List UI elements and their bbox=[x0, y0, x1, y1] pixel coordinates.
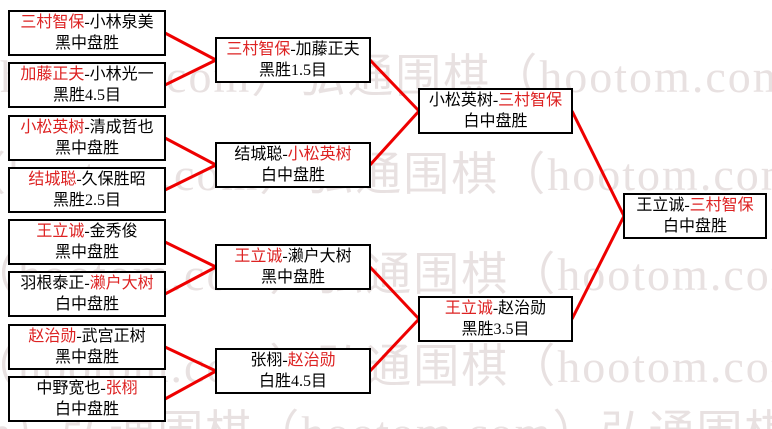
player-loser: 金秀俊 bbox=[89, 223, 138, 240]
player-loser: 清成哲也 bbox=[89, 119, 154, 136]
player-winner: 王立诚 bbox=[234, 248, 283, 265]
match-result: 白中盘胜 bbox=[54, 401, 119, 418]
player-loser: 王立诚 bbox=[636, 197, 685, 214]
match-result: 黑中盘胜 bbox=[54, 244, 119, 261]
players-dash: - bbox=[492, 300, 499, 317]
players-dash: - bbox=[84, 275, 90, 292]
match-box-final-1: 王立诚-三村智保白中盘胜 bbox=[623, 193, 767, 239]
players-dash: - bbox=[100, 380, 106, 397]
match-box-semifinal-1: 小松英树-三村智保白中盘胜 bbox=[418, 88, 573, 134]
players-dash: - bbox=[290, 41, 296, 58]
match-players: 赵治勋-武宫正树 bbox=[28, 326, 145, 347]
match-box-first-round-6: 羽根泰正-濑户大树白中盘胜 bbox=[8, 271, 166, 317]
player-winner: 三村智保 bbox=[498, 92, 563, 109]
players-dash: - bbox=[282, 248, 288, 265]
match-result: 白中盘胜 bbox=[463, 113, 528, 130]
match-result: 黑中盘胜 bbox=[54, 140, 119, 157]
player-winner: 三村智保 bbox=[689, 197, 754, 214]
players-dash: - bbox=[282, 352, 288, 369]
match-result: 黑中盘胜 bbox=[54, 349, 119, 366]
players-dash: - bbox=[84, 66, 90, 83]
player-loser: 张栩 bbox=[250, 352, 283, 369]
match-box-quarterfinal-4: 张栩-赵治勋白胜4.5目 bbox=[215, 348, 371, 394]
match-result: 黑胜2.5目 bbox=[52, 192, 121, 209]
player-winner: 结城聪 bbox=[28, 171, 77, 188]
match-box-first-round-5: 王立诚-金秀俊黑中盘胜 bbox=[8, 219, 166, 265]
player-winner: 小松英树 bbox=[20, 119, 85, 136]
players-dash: - bbox=[684, 197, 690, 214]
match-players: 三村智保-加藤正夫 bbox=[226, 39, 359, 60]
match-result: 黑中盘胜 bbox=[54, 35, 119, 52]
player-loser: 小林泉美 bbox=[89, 14, 154, 31]
match-box-first-round-1: 三村智保-小林泉美黑中盘胜 bbox=[8, 10, 166, 56]
match-result: 白中盘胜 bbox=[54, 296, 119, 313]
player-loser: 中野宽也 bbox=[36, 380, 101, 397]
player-winner: 王立诚 bbox=[444, 300, 493, 317]
match-players: 三村智保-小林泉美 bbox=[20, 12, 153, 33]
match-result: 白胜4.5目 bbox=[258, 373, 327, 390]
player-loser: 小林光一 bbox=[89, 66, 154, 83]
match-box-first-round-7: 赵治勋-武宫正树黑中盘胜 bbox=[8, 324, 166, 370]
player-winner: 赵治勋 bbox=[28, 328, 77, 345]
match-box-first-round-2: 加藤正夫-小林光一黑胜4.5目 bbox=[8, 62, 166, 108]
match-box-semifinal-2: 王立诚-赵治勋黑胜3.5目 bbox=[418, 296, 573, 342]
player-loser: 小松英树 bbox=[428, 92, 493, 109]
match-box-first-round-8: 中野宽也-张栩白中盘胜 bbox=[8, 376, 166, 422]
match-box-first-round-3: 小松英树-清成哲也黑中盘胜 bbox=[8, 115, 166, 161]
players-dash: - bbox=[84, 223, 90, 240]
player-loser: 濑户大树 bbox=[287, 248, 352, 265]
match-players: 中野宽也-张栩 bbox=[36, 378, 137, 399]
player-winner: 小松英树 bbox=[287, 146, 352, 163]
match-box-quarterfinal-2: 结城聪-小松英树白中盘胜 bbox=[215, 142, 371, 188]
match-result: 黑胜3.5目 bbox=[461, 321, 530, 338]
match-result: 黑中盘胜 bbox=[260, 269, 325, 286]
match-players: 王立诚-三村智保 bbox=[636, 195, 753, 216]
player-winner: 赵治勋 bbox=[287, 352, 336, 369]
match-players: 羽根泰正-濑户大树 bbox=[20, 273, 153, 294]
match-result: 白中盘胜 bbox=[260, 167, 325, 184]
match-players: 加藤正夫-小林光一 bbox=[20, 64, 153, 85]
player-winner: 三村智保 bbox=[226, 41, 291, 58]
match-players: 小松英树-清成哲也 bbox=[20, 117, 153, 138]
match-players: 结城聪-久保胜昭 bbox=[28, 169, 145, 190]
match-result: 黑胜4.5目 bbox=[52, 87, 121, 104]
match-box-first-round-4: 结城聪-久保胜昭黑胜2.5目 bbox=[8, 167, 166, 213]
players-dash: - bbox=[282, 146, 288, 163]
player-winner: 三村智保 bbox=[20, 14, 85, 31]
match-players: 小松英树-三村智保 bbox=[429, 90, 562, 111]
players-dash: - bbox=[492, 92, 499, 109]
players-dash: - bbox=[76, 328, 82, 345]
players-dash: - bbox=[84, 119, 90, 136]
player-winner: 濑户大树 bbox=[89, 275, 154, 292]
match-players: 王立诚-赵治勋 bbox=[445, 298, 546, 319]
player-winner: 张栩 bbox=[105, 380, 138, 397]
match-players: 王立诚-金秀俊 bbox=[36, 221, 137, 242]
player-winner: 王立诚 bbox=[36, 223, 85, 240]
player-loser: 羽根泰正 bbox=[20, 275, 85, 292]
match-result: 白中盘胜 bbox=[662, 218, 727, 235]
player-loser: 赵治勋 bbox=[498, 300, 547, 317]
players-dash: - bbox=[76, 171, 82, 188]
match-players: 王立诚-濑户大树 bbox=[234, 246, 351, 267]
match-box-quarterfinal-3: 王立诚-濑户大树黑中盘胜 bbox=[215, 244, 371, 290]
player-loser: 久保胜昭 bbox=[81, 171, 146, 188]
watermark-text: 弘通围棋（hootom.com）弘通围棋（hootom.com）弘通围棋（hoo… bbox=[0, 396, 772, 429]
match-result: 黑胜1.5目 bbox=[258, 62, 327, 79]
player-winner: 加藤正夫 bbox=[20, 66, 85, 83]
match-players: 张栩-赵治勋 bbox=[250, 350, 335, 371]
players-dash: - bbox=[84, 14, 90, 31]
player-loser: 武宫正树 bbox=[81, 328, 146, 345]
player-loser: 结城聪 bbox=[234, 146, 283, 163]
match-players: 结城聪-小松英树 bbox=[234, 144, 351, 165]
match-box-quarterfinal-1: 三村智保-加藤正夫黑胜1.5目 bbox=[215, 37, 371, 83]
player-loser: 加藤正夫 bbox=[295, 41, 360, 58]
